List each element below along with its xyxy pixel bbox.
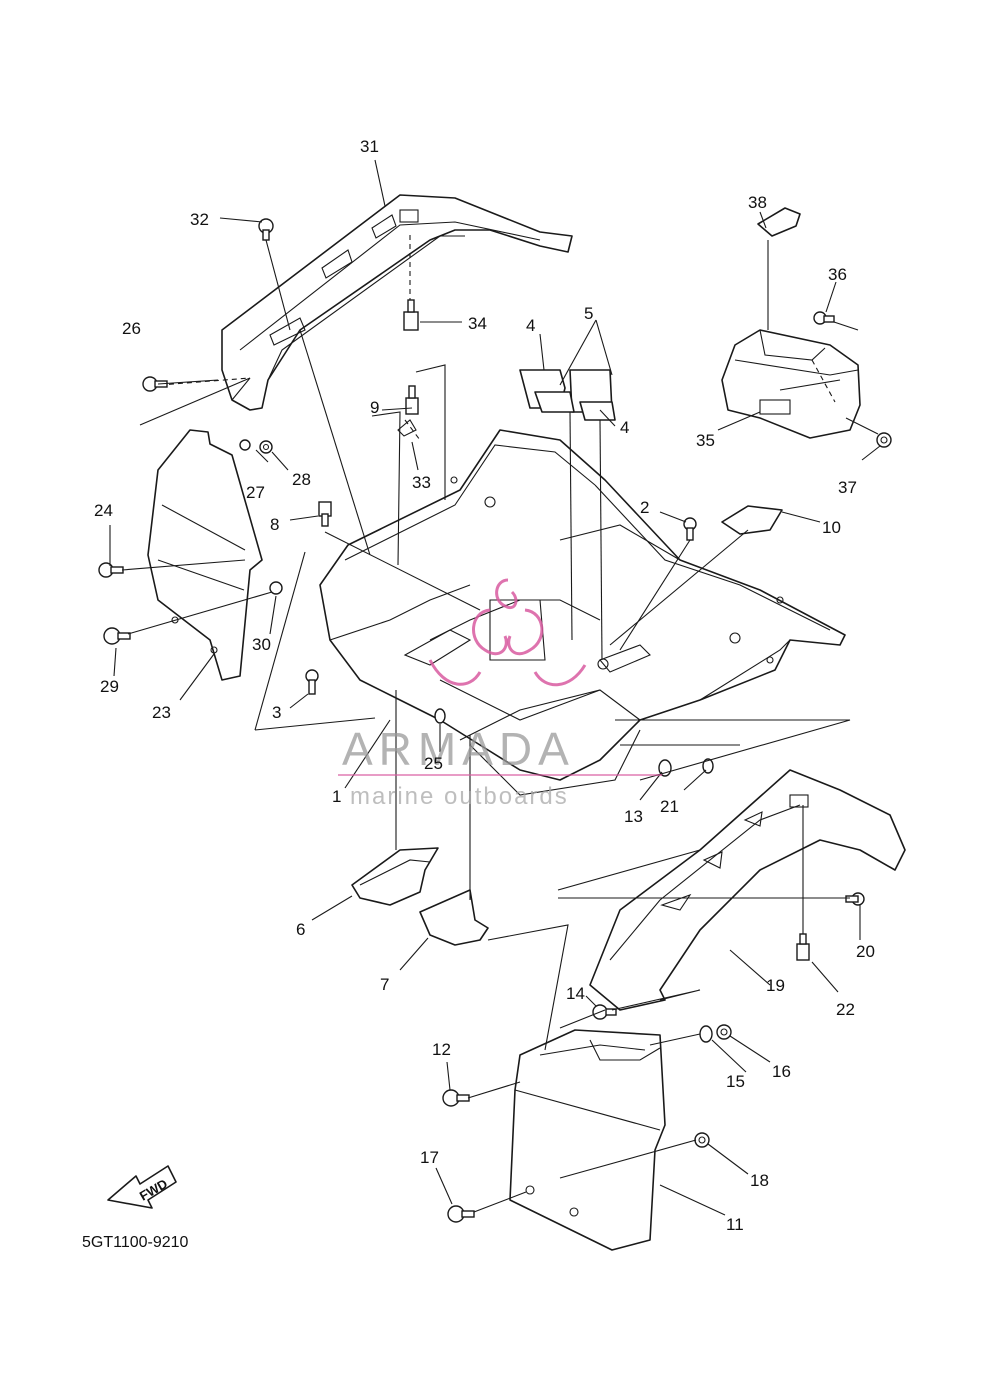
part-label-38: 38 <box>748 193 767 212</box>
part-label-22: 22 <box>836 1000 855 1019</box>
part-label-37: 37 <box>838 478 857 497</box>
reference-outline-left <box>139 377 376 731</box>
part-1-rear-fender-body <box>319 429 846 796</box>
part-label-35: 35 <box>696 431 715 450</box>
part-10-pad <box>721 505 783 535</box>
part-35-storage-box <box>721 329 861 439</box>
parts-4-5-stickers <box>519 369 616 421</box>
part-label-18: 18 <box>750 1171 769 1190</box>
part-label-13: 13 <box>624 807 643 826</box>
part-label-2: 2 <box>640 498 649 517</box>
part-label-4a: 4 <box>526 316 535 335</box>
part-23-side-panel <box>147 429 263 681</box>
watermark-logo <box>428 578 587 687</box>
part-38-clip <box>757 207 801 237</box>
part-label-34: 34 <box>468 314 487 333</box>
part-label-25: 25 <box>424 754 443 773</box>
part-label-30: 30 <box>252 635 271 654</box>
watermark: ARMADA marine outboards <box>338 578 662 810</box>
part-label-5: 5 <box>584 304 593 323</box>
part-label-24: 24 <box>94 501 113 520</box>
part-label-10: 10 <box>822 518 841 537</box>
part-label-23: 23 <box>152 703 171 722</box>
part-31-rear-fender-top <box>221 194 573 411</box>
part-label-8: 8 <box>270 515 279 534</box>
part-label-7: 7 <box>380 975 389 994</box>
part-label-36: 36 <box>828 265 847 284</box>
part-label-19: 19 <box>766 976 785 995</box>
part-label-9: 9 <box>370 398 379 417</box>
part-label-32: 32 <box>190 210 209 229</box>
part-label-16: 16 <box>772 1062 791 1081</box>
part-label-28: 28 <box>292 470 311 489</box>
part-label-11: 11 <box>726 1215 744 1234</box>
part-7-bracket <box>419 889 489 946</box>
part-label-1: 1 <box>332 787 341 806</box>
drawing-code: 5GT1100-9210 <box>82 1234 189 1251</box>
part-label-26: 26 <box>122 319 141 338</box>
watermark-tagline: marine outboards <box>350 783 569 810</box>
part-label-15: 15 <box>726 1072 745 1091</box>
part-11-lower-flap <box>509 1029 666 1251</box>
part-label-6: 6 <box>296 920 305 939</box>
part-label-20: 20 <box>856 942 875 961</box>
part-label-12: 12 <box>432 1040 451 1059</box>
part-label-14: 14 <box>566 984 585 1003</box>
part-labels: 31 32 38 36 34 26 4 5 9 4 35 33 27 28 37… <box>94 137 875 1234</box>
part-label-27: 27 <box>246 483 265 502</box>
part-label-17: 17 <box>420 1148 439 1167</box>
part-6-bracket <box>351 847 439 906</box>
part-label-29: 29 <box>100 677 119 696</box>
part-label-31: 31 <box>360 137 379 156</box>
fwd-direction-arrow: FWD <box>107 1165 177 1209</box>
part-label-21: 21 <box>660 797 679 816</box>
part-19-rear-fender-right <box>557 769 906 1011</box>
part-label-3: 3 <box>272 703 281 722</box>
part-label-4b: 4 <box>620 418 629 437</box>
leader-lines <box>109 159 881 1216</box>
watermark-brand: ARMADA <box>342 723 575 775</box>
part-label-33: 33 <box>412 473 431 492</box>
